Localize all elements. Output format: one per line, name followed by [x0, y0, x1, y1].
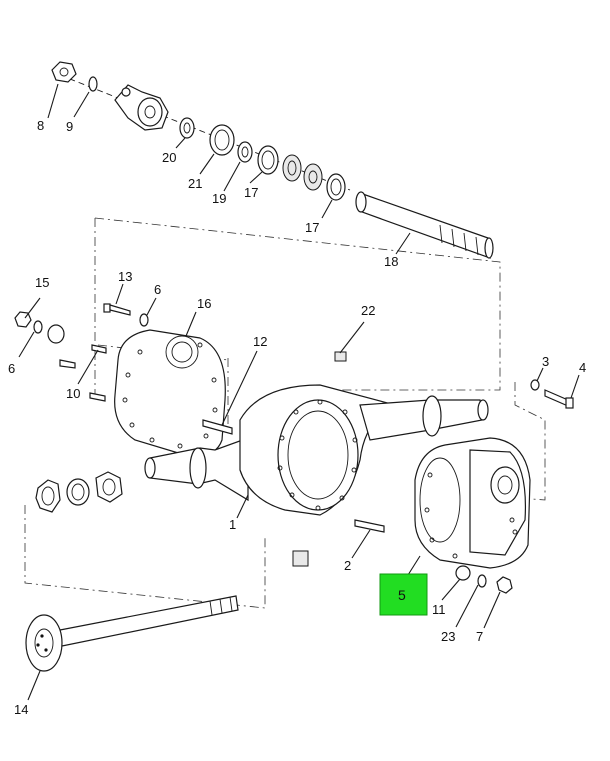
stud-part-2[interactable]	[354, 519, 385, 533]
callout-14[interactable]: 14	[14, 702, 28, 717]
callout-2[interactable]: 2	[344, 558, 351, 573]
carrier-assembly-part-5[interactable]	[414, 437, 531, 569]
bearing-cup-part-17a[interactable]	[257, 145, 279, 175]
pinion-assembly	[51, 61, 494, 259]
pinion-shaft-part-18[interactable]	[355, 191, 494, 259]
ring-part-19[interactable]	[237, 141, 253, 163]
seal-ring-part-21[interactable]	[209, 124, 235, 156]
bolt-part-13[interactable]	[103, 303, 131, 316]
axle-housing-part-1[interactable]	[144, 384, 489, 516]
callout-23[interactable]: 23	[441, 629, 455, 644]
spacer-part-11[interactable]	[455, 565, 471, 581]
washer-part-3[interactable]	[530, 379, 540, 391]
leader-lines	[18, 83, 580, 701]
upper-left-hardware	[14, 303, 149, 402]
drain-plug-part[interactable]	[292, 550, 309, 567]
nut-part-7[interactable]	[496, 576, 513, 594]
callout-20[interactable]: 20	[162, 150, 176, 165]
callout-16[interactable]: 16	[197, 296, 211, 311]
lock-washer-part[interactable]	[66, 478, 90, 506]
callout-6-lower[interactable]: 6	[8, 361, 15, 376]
callout-11[interactable]: 11	[432, 602, 446, 617]
callout-3[interactable]: 3	[542, 354, 549, 369]
callout-9[interactable]: 9	[66, 119, 73, 134]
callout-19[interactable]: 19	[212, 191, 226, 206]
bearing-cone-part[interactable]	[282, 154, 302, 182]
callout-5[interactable]: 5	[398, 587, 406, 603]
lock-nut-part[interactable]	[95, 471, 123, 503]
washer-part-9[interactable]	[88, 76, 98, 92]
washer-part-6b[interactable]	[33, 320, 43, 334]
callout-6-upper[interactable]: 6	[154, 282, 161, 297]
hub-nut-assembly	[35, 471, 123, 513]
callout-1[interactable]: 1	[229, 517, 236, 532]
washer-part-6a[interactable]	[139, 313, 149, 327]
callout-labels: 8 9 20 21 19 17 17 18 13 6 15 16 6 10 12…	[8, 118, 586, 717]
gear-part[interactable]	[303, 163, 323, 191]
callout-15[interactable]: 15	[35, 275, 49, 290]
axle-shaft-part-14[interactable]	[25, 595, 239, 672]
callout-18[interactable]: 18	[384, 254, 398, 269]
highlight-box-item-5[interactable]	[379, 573, 428, 616]
cover-plate-part-16[interactable]	[114, 329, 226, 457]
stud-part-12[interactable]	[202, 419, 233, 435]
callout-17-lower[interactable]: 17	[305, 220, 319, 235]
callout-13[interactable]: 13	[118, 269, 132, 284]
bolt-part-4[interactable]	[544, 389, 574, 409]
nut-part-8[interactable]	[51, 61, 77, 83]
callout-8[interactable]: 8	[37, 118, 44, 133]
seal-part-20[interactable]	[179, 117, 195, 139]
callout-7[interactable]: 7	[476, 629, 483, 644]
hub-nut-part[interactable]	[35, 479, 61, 513]
stud-part-10[interactable]	[59, 344, 107, 402]
yoke-part[interactable]	[114, 84, 169, 131]
nut-part-15[interactable]	[14, 311, 32, 328]
washer-part-23[interactable]	[477, 574, 487, 588]
callout-10[interactable]: 10	[66, 386, 80, 401]
callout-21[interactable]: 21	[188, 176, 202, 191]
callout-4[interactable]: 4	[579, 360, 586, 375]
callout-22[interactable]: 22	[361, 303, 375, 318]
callout-12[interactable]: 12	[253, 334, 267, 349]
plug-part-22[interactable]	[334, 351, 347, 362]
spacer-part[interactable]	[47, 324, 65, 344]
bearing-cup-part-17b[interactable]	[326, 173, 346, 201]
callout-17-upper[interactable]: 17	[244, 185, 258, 200]
